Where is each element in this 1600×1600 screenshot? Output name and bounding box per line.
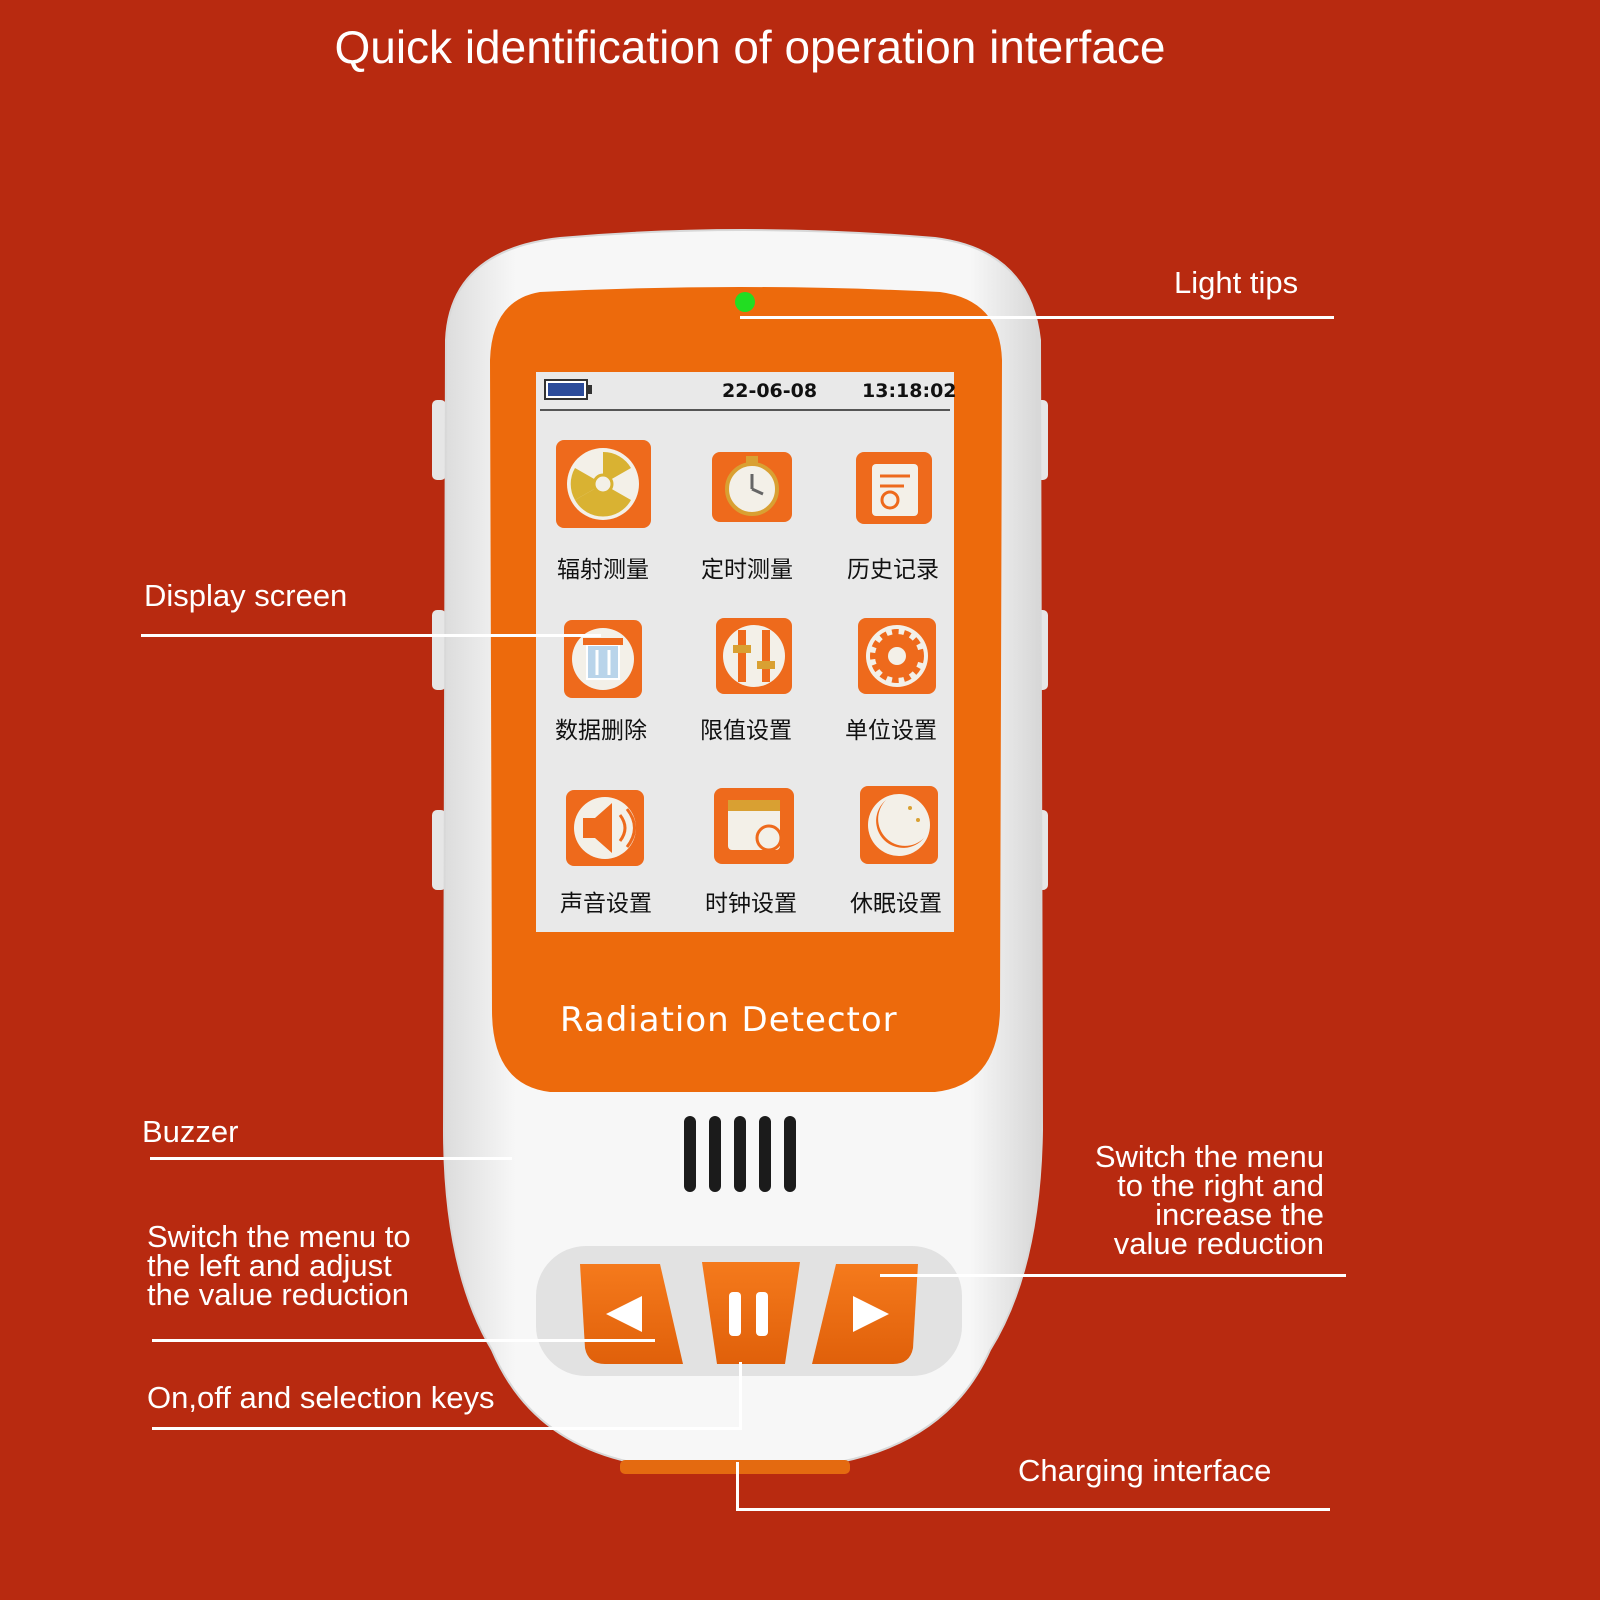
- leader-line-display-screen: [141, 634, 601, 637]
- leader-line-right-key: [880, 1274, 1346, 1277]
- leader-line-charging: [736, 1508, 1330, 1511]
- screen-date: 22-06-08: [722, 380, 818, 402]
- app-label-radiation-measure: 辐射测量: [557, 557, 649, 583]
- callout-light-tips: Light tips: [1174, 265, 1299, 300]
- app-label-timed-measure: 定时测量: [701, 557, 793, 583]
- leader-line-left-key: [152, 1339, 655, 1342]
- leader-line-light-tips: [740, 316, 1334, 319]
- leader-line-select-keys-vertical: [739, 1362, 742, 1430]
- callout-buzzer: Buzzer: [142, 1114, 239, 1149]
- app-label-limit-settings: 限值设置: [700, 718, 792, 744]
- led-light: [735, 292, 755, 312]
- stopwatch-icon[interactable]: [712, 452, 792, 522]
- leader-line-select-keys: [152, 1427, 742, 1430]
- slider-icon[interactable]: [716, 618, 792, 694]
- leader-line-charging-vertical: [736, 1462, 739, 1510]
- callout-left-key: Switch the menu to the left and adjust t…: [147, 1219, 411, 1312]
- app-label-sleep-settings: 休眠设置: [850, 891, 942, 917]
- calendar-clock-icon[interactable]: [714, 788, 794, 864]
- leader-line-buzzer: [150, 1157, 512, 1160]
- app-label-sound-settings: 声音设置: [560, 891, 652, 917]
- screen-time: 13:18:02: [862, 380, 957, 402]
- charging-port[interactable]: [620, 1460, 850, 1474]
- select-power-button[interactable]: [702, 1262, 800, 1364]
- buzzer-grille: [684, 1116, 796, 1192]
- gear-icon[interactable]: [858, 618, 936, 694]
- callout-select-keys: On,off and selection keys: [147, 1380, 495, 1415]
- moon-icon[interactable]: [860, 786, 938, 864]
- app-label-history: 历史记录: [847, 557, 939, 583]
- radiation-icon[interactable]: [556, 440, 651, 528]
- battery-icon: [544, 379, 592, 400]
- app-label-unit-settings: 单位设置: [845, 718, 937, 744]
- right-button[interactable]: [812, 1264, 918, 1364]
- page-title: Quick identification of operation interf…: [334, 21, 1166, 73]
- history-record-icon[interactable]: [856, 452, 932, 524]
- trash-icon[interactable]: [564, 620, 642, 698]
- callout-right-key: Switch the menu to the right and increas…: [1094, 1139, 1324, 1261]
- app-label-clock-settings: 时钟设置: [705, 891, 797, 917]
- app-label-data-delete: 数据删除: [555, 718, 647, 744]
- callout-display-screen: Display screen: [144, 578, 348, 613]
- callout-charging: Charging interface: [1018, 1453, 1272, 1488]
- speaker-icon[interactable]: [566, 790, 644, 866]
- brand-label: Radiation Detector: [560, 1000, 898, 1040]
